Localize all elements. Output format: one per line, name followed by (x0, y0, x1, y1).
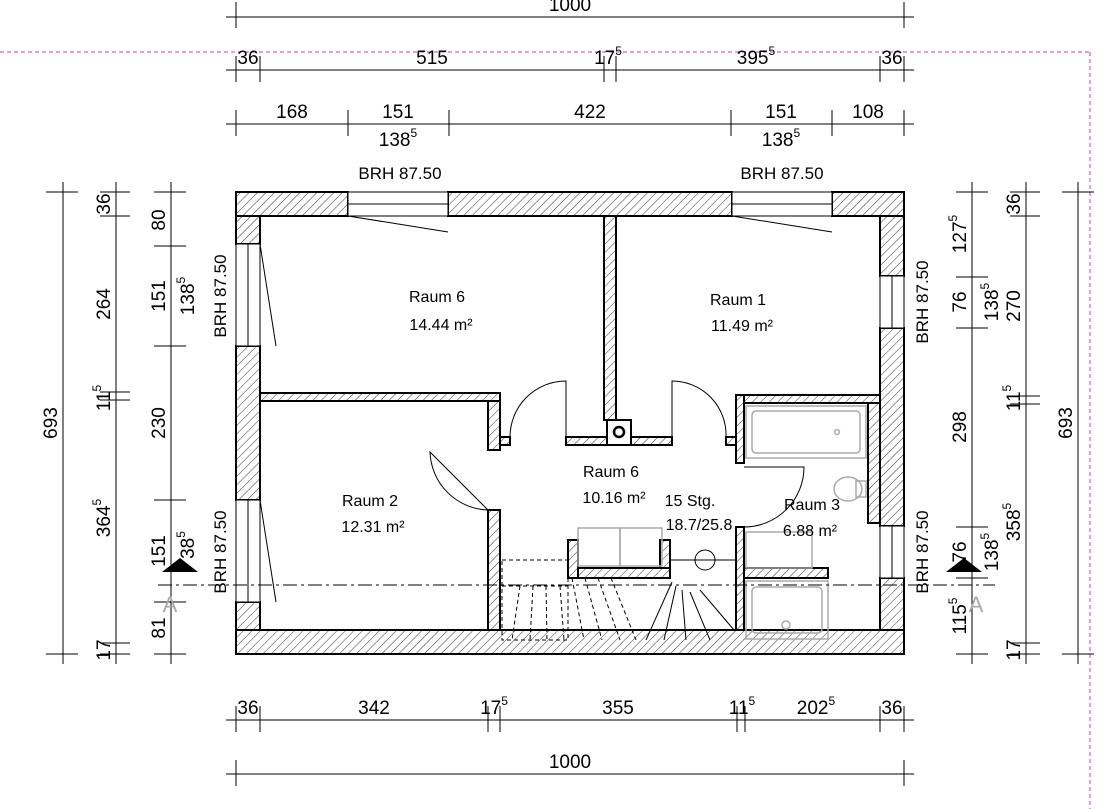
dim: 2025 (797, 694, 836, 719)
dim: 76 (950, 291, 971, 312)
dim: 108 (852, 102, 884, 123)
dim: 17 (1004, 639, 1025, 660)
dim: 36 (237, 48, 258, 69)
dim: 385 (174, 531, 199, 559)
window-labels: BRH 87.50 BRH 87.50 BRH 87.50 BRH 87.50 … (211, 164, 932, 594)
dim: 270 (1004, 290, 1025, 322)
dimension-labels: 1000 36 515 175 3955 36 168 151 422 151 … (41, 0, 1077, 773)
dim: 175 (480, 694, 508, 719)
section-marker-right-icon (946, 558, 982, 572)
dim: 1385 (174, 276, 199, 315)
dim: 1155 (946, 597, 971, 634)
dim-left-total: 693 (41, 407, 62, 439)
dim: 151 (149, 280, 170, 312)
room-name: Raum 2 (342, 493, 398, 510)
section-label-left: A (163, 592, 178, 617)
dim: 3645 (90, 498, 115, 537)
dim: 151 (382, 102, 414, 123)
dim: 355 (602, 698, 634, 719)
walls (235, 191, 905, 655)
dim: 115 (90, 384, 115, 411)
dim: 175 (594, 44, 622, 69)
dim: 151 (765, 102, 797, 123)
dim-right-total: 693 (1056, 407, 1077, 439)
chimney (606, 419, 632, 446)
room-area: 10.16 m² (582, 490, 646, 507)
brh-label: BRH 87.50 (913, 260, 932, 343)
dim: 298 (950, 411, 971, 443)
dim: 151 (149, 535, 170, 567)
dim: 168 (276, 102, 308, 123)
room-area: 6.88 m² (783, 523, 838, 540)
room-labels: Raum 6 14.44 m² Raum 1 11.49 m² Raum 2 1… (341, 289, 840, 540)
dim: 515 (416, 48, 448, 69)
sanitary-fixtures (577, 405, 867, 640)
dim-top-total: 1000 (549, 0, 591, 16)
windows (235, 191, 905, 603)
brh-label: BRH 87.50 (740, 164, 823, 183)
room-name: Raum 1 (710, 292, 766, 309)
dim: 17 (94, 639, 115, 660)
dim: 36 (237, 698, 258, 719)
dim: 80 (149, 209, 170, 230)
dim: 3585 (1000, 502, 1025, 541)
dim: 1385 (978, 282, 1003, 321)
dim: 76 (950, 541, 971, 562)
dim: 115 (729, 694, 756, 719)
room-area: 11.49 m² (711, 318, 774, 335)
dimension-lines (46, 2, 1094, 786)
dim: 264 (94, 288, 115, 320)
brh-label: BRH 87.50 (913, 510, 932, 593)
dim: 81 (149, 617, 170, 638)
stair-steps: 15 Stg. (665, 493, 716, 510)
dim-bottom-total: 1000 (549, 752, 591, 773)
brh-label: BRH 87.50 (211, 510, 230, 593)
room-name: Raum 6 (583, 464, 639, 481)
dim: 115 (1000, 384, 1025, 411)
dim: 36 (881, 698, 902, 719)
room-area: 14.44 m² (409, 317, 473, 334)
dim: 230 (149, 407, 170, 439)
dim: 36 (881, 48, 902, 69)
section-marker-left-icon (162, 558, 198, 572)
brh-label: BRH 87.50 (211, 254, 230, 337)
dim: 422 (574, 102, 606, 123)
page-border (0, 51, 1091, 809)
room-area: 12.31 m² (341, 519, 405, 536)
room-name: Raum 3 (784, 497, 840, 514)
room-name: Raum 6 (409, 289, 465, 306)
section-label-right: A (969, 592, 984, 617)
brh-label: BRH 87.50 (358, 164, 441, 183)
dim: 1385 (978, 532, 1003, 571)
dim: 342 (358, 698, 390, 719)
dim: 36 (1004, 193, 1025, 214)
dim: 3955 (737, 44, 776, 69)
section-line: A A (158, 558, 995, 617)
dim: 1385 (379, 126, 418, 151)
dim: 1275 (946, 214, 971, 253)
staircase (501, 549, 736, 641)
doors (429, 380, 805, 528)
dim: 1385 (762, 126, 801, 151)
stair-ratio: 18.7/25.8 (666, 517, 733, 534)
dim: 36 (94, 193, 115, 214)
